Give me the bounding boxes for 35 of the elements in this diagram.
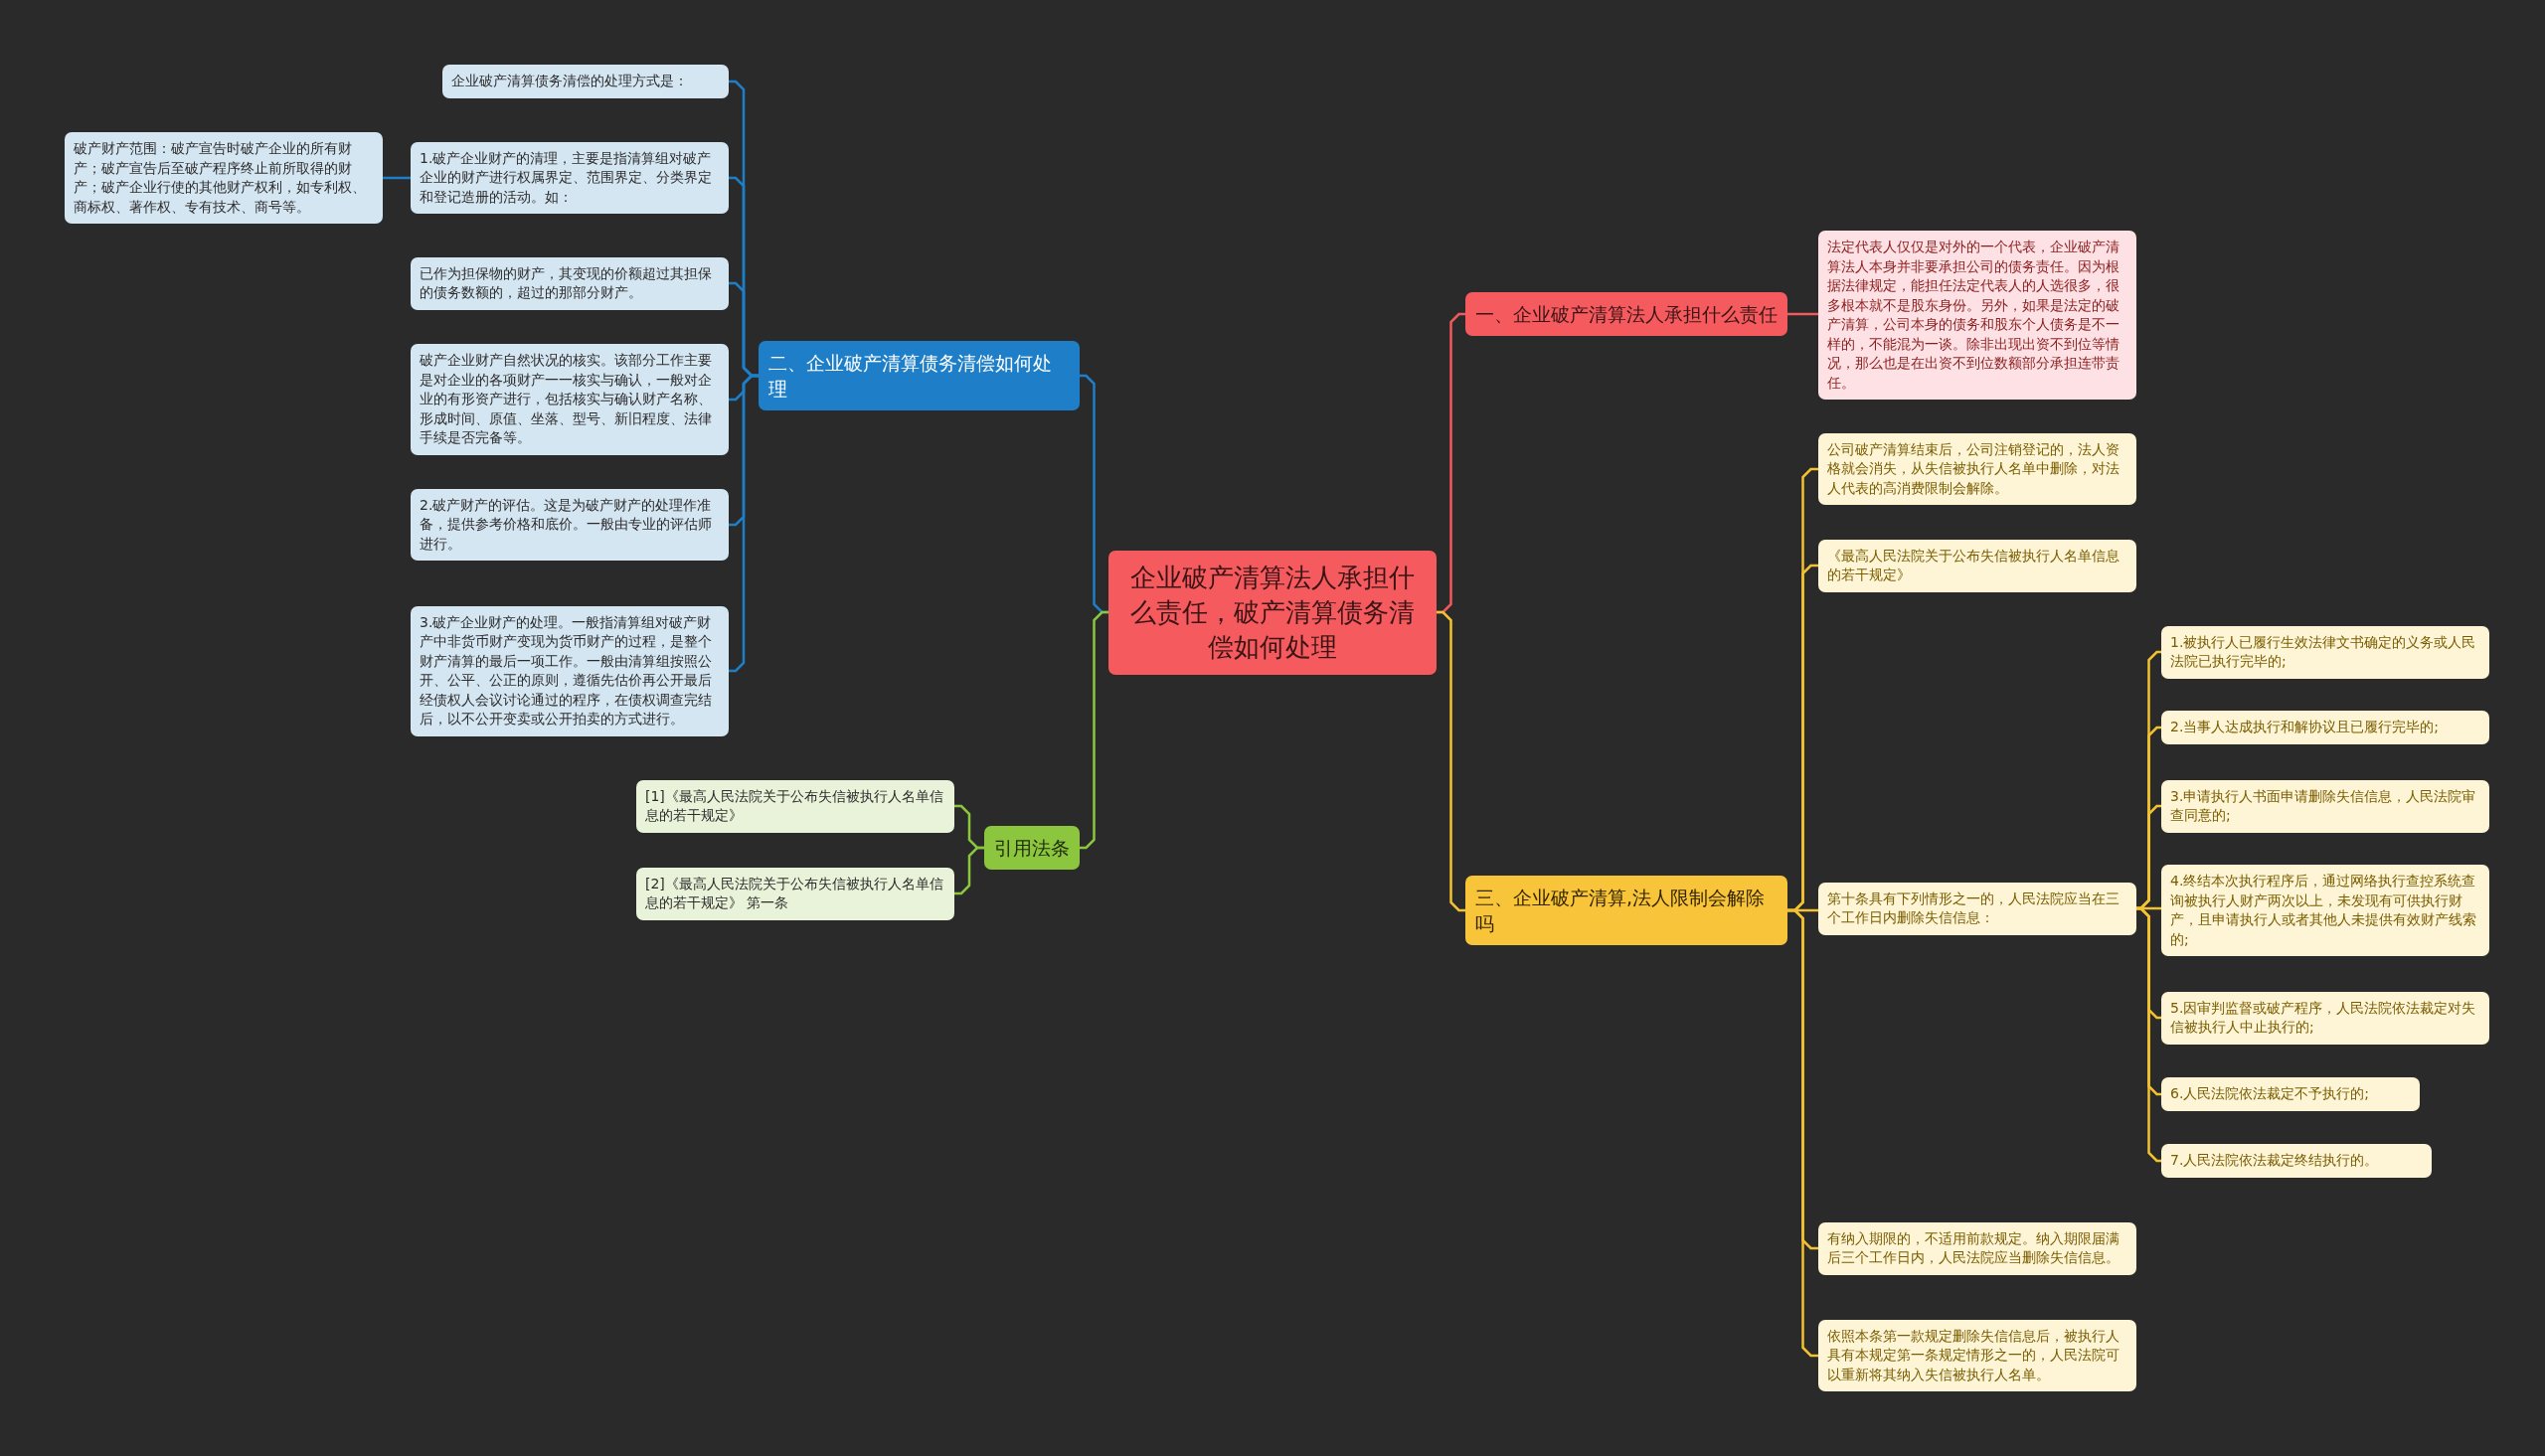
branch-topic: 一、企业破产清算法人承担什么责任	[1465, 292, 1787, 336]
detail-card: 3.申请执行人书面申请删除失信信息，人民法院审查同意的;	[2161, 779, 2489, 833]
detail-card: 1.破产企业财产的清理，主要是指清算组对破产企业的财产进行权属界定、范围界定、分类界定和登记造册的活动。如：	[411, 141, 729, 215]
branch-topic: 二、企业破产清算债务清偿如何处理	[759, 341, 1080, 410]
detail-card: 2.当事人达成执行和解协议且已履行完毕的;	[2161, 711, 2489, 744]
detail-card: 7.人民法院依法裁定终结执行的。	[2161, 1144, 2432, 1178]
detail-card: [2]《最高人民法院关于公布失信被执行人名单信息的若干规定》 第一条	[636, 867, 954, 920]
detail-card: 《最高人民法院关于公布失信被执行人名单信息的若干规定》	[1818, 539, 2136, 592]
detail-card: 已作为担保物的财产，其变现的价额超过其担保的债务数额的，超过的那部分财产。	[411, 256, 729, 310]
detail-card: 破产财产范围：破产宣告时破产企业的所有财产；破产宣告后至破产程序终止前所取得的财产；破产企业行使的其他财产权利，如专利权、商标权、著作权、专有技术、商号等。	[65, 132, 383, 224]
detail-card: 企业破产清算债务清偿的处理方式是：	[442, 65, 729, 98]
detail-card: 6.人民法院依法裁定不予执行的;	[2161, 1077, 2420, 1111]
detail-card: 4.终结本次执行程序后，通过网络执行查控系统查询被执行人财产两次以上，未发现有可供执行财产，且申请执行人或者其他人未提供有效财产线索的;	[2161, 865, 2489, 956]
detail-card: 1.被执行人已履行生效法律文书确定的义务或人民法院已执行完毕的;	[2161, 625, 2489, 679]
connector-line	[2136, 906, 2161, 1163]
connector-line	[383, 176, 411, 180]
central-topic: 企业破产清算法人承担什么责任，破产清算债务清偿如何处理	[1108, 550, 1437, 675]
connector-line	[954, 846, 984, 895]
detail-card: [1]《最高人民法院关于公布失信被执行人名单信息的若干规定》	[636, 779, 954, 833]
detail-card: 2.破产财产的评估。这是为破产财产的处理作准备，提供参考价格和底价。一般由专业的评估师进行。	[411, 488, 729, 562]
detail-card: 破产企业财产自然状况的核实。该部分工作主要是对企业的各项财产一一核实与确认，一般对企业的有形资产进行，包括核实与确认财产名称、形成时间、原值、坐落、型号、新旧程度、法律手续是否完备等。	[411, 344, 729, 455]
connector-line	[1787, 908, 1818, 1358]
connector-line	[729, 374, 759, 673]
branch-topic: 引用法条	[984, 826, 1080, 870]
connector-line	[1437, 610, 1465, 912]
detail-card: 法定代表人仅仅是对外的一个代表，企业破产清算法人本身并非要承担公司的债务责任。因为根据法律规定，能担任法定代表人的人选很多，很多根本就不是股东身份。另外，如果是法定的破产清算，公司本身的债务和股东个人债务是不一样的，不能混为一谈。除非出现出资不到位等情况，那么也是在出资不到位数额部分承担连带责任。	[1818, 231, 2136, 400]
detail-card: 5.因审判监督或破产程序，人民法院依法裁定对失信被执行人中止执行的;	[2161, 991, 2489, 1045]
detail-card: 第十条具有下列情形之一的，人民法院应当在三个工作日内删除失信信息：	[1818, 882, 2136, 935]
detail-card: 有纳入期限的，不适用前款规定。纳入期限届满后三个工作日内，人民法院应当删除失信信息。	[1818, 1221, 2136, 1275]
branch-topic: 三、企业破产清算,法人限制会解除吗	[1465, 876, 1787, 945]
connector-line	[1080, 610, 1108, 850]
detail-card: 公司破产清算结束后，公司注销登记的，法人资格就会消失，从失信被执行人名单中删除，对法人代表的高消费限制会解除。	[1818, 432, 2136, 506]
connector-line	[1787, 312, 1818, 316]
detail-card: 3.破产企业财产的处理。一般指清算组对破产财产中非货币财产变现为货币财产的过程，是整个财产清算的最后一项工作。一般由清算组按照公开、公平、公正的原则，遵循先估价再公开最后经债权人会议讨论通过的程序，在债权调查完结后，以不公开变卖或公开拍卖的方式进行。	[411, 605, 729, 736]
detail-card: 依照本条第一款规定删除失信信息后，被执行人具有本规定第一条规定情形之一的，人民法院可以重新将其纳入失信被执行人名单。	[1818, 1319, 2136, 1392]
